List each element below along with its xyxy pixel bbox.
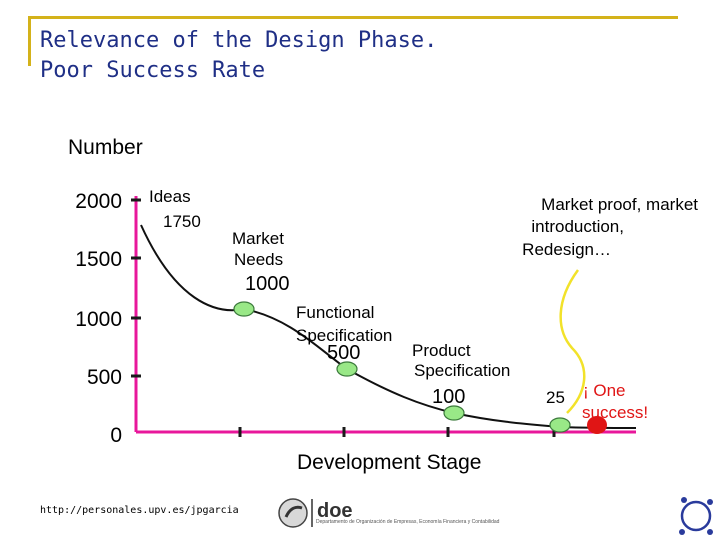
corner-logo-dot-icon <box>679 529 685 535</box>
footer-url: http://personales.upv.es/jpgarcia <box>40 505 239 516</box>
title-frame-left-rule <box>28 16 31 66</box>
y-tick-label-500: 500 <box>87 366 122 389</box>
stage-value-25: 25 <box>546 388 565 407</box>
department-logo: doe <box>278 498 353 528</box>
success-label-line-2: success! <box>582 403 648 422</box>
corner-logo-dot-icon <box>707 499 713 505</box>
stage-label-product-specification: Specification <box>414 361 510 380</box>
stage-label-product: Product <box>412 341 471 360</box>
corner-logo-dot-icon <box>707 529 713 535</box>
stage-label-ideas: Ideas <box>149 187 191 206</box>
title-frame-top-rule <box>28 16 678 19</box>
x-axis-title: Development Stage <box>297 451 481 474</box>
stage-value-1750: 1750 <box>163 212 201 231</box>
y-tick-label-0: 0 <box>110 424 122 447</box>
stage-label-functional: Functional <box>296 303 374 322</box>
department-logo-subtext: Departamento de Organización de Empresas… <box>316 519 500 525</box>
stage-value-500: 500 <box>327 342 360 364</box>
y-tick-label-1500: 1500 <box>75 248 122 271</box>
stage-marker-functional-spec <box>336 361 358 377</box>
success-label-line-1: ¡ One <box>583 381 626 400</box>
stage-label-needs: Needs <box>234 250 283 269</box>
slide-title-line-1: Relevance of the Design Phase. <box>40 28 438 53</box>
stage-value-100: 100 <box>432 386 465 408</box>
stage-label-specification: Specification <box>296 326 392 345</box>
squiggle-pointer-icon <box>559 269 586 414</box>
stage-marker-market-proof <box>549 417 571 433</box>
stage-label-introduction: introduction, <box>531 217 624 236</box>
corner-logo-ring-icon <box>680 500 712 532</box>
stage-label-redesign: Redesign… <box>522 240 611 259</box>
stage-label-market-proof: Market proof, market <box>541 195 698 214</box>
y-axis-title: Number <box>68 136 143 159</box>
stage-value-1000: 1000 <box>245 273 290 295</box>
stage-label-market: Market <box>232 229 284 248</box>
corner-logo-dot-icon <box>681 497 687 503</box>
y-tick-label-1000: 1000 <box>75 308 122 331</box>
y-tick-label-2000: 2000 <box>75 190 122 213</box>
department-logo-emblem-icon <box>278 498 308 528</box>
stage-marker-market-needs <box>233 301 255 317</box>
success-marker <box>587 416 607 434</box>
slide-title: Relevance of the Design Phase. Poor Succ… <box>40 26 437 86</box>
corner-logo-icon <box>679 497 713 535</box>
stage-marker-product-spec <box>443 405 465 421</box>
department-logo-text: doe <box>317 500 353 522</box>
slide-title-line-2: Poor Success Rate <box>40 58 266 83</box>
